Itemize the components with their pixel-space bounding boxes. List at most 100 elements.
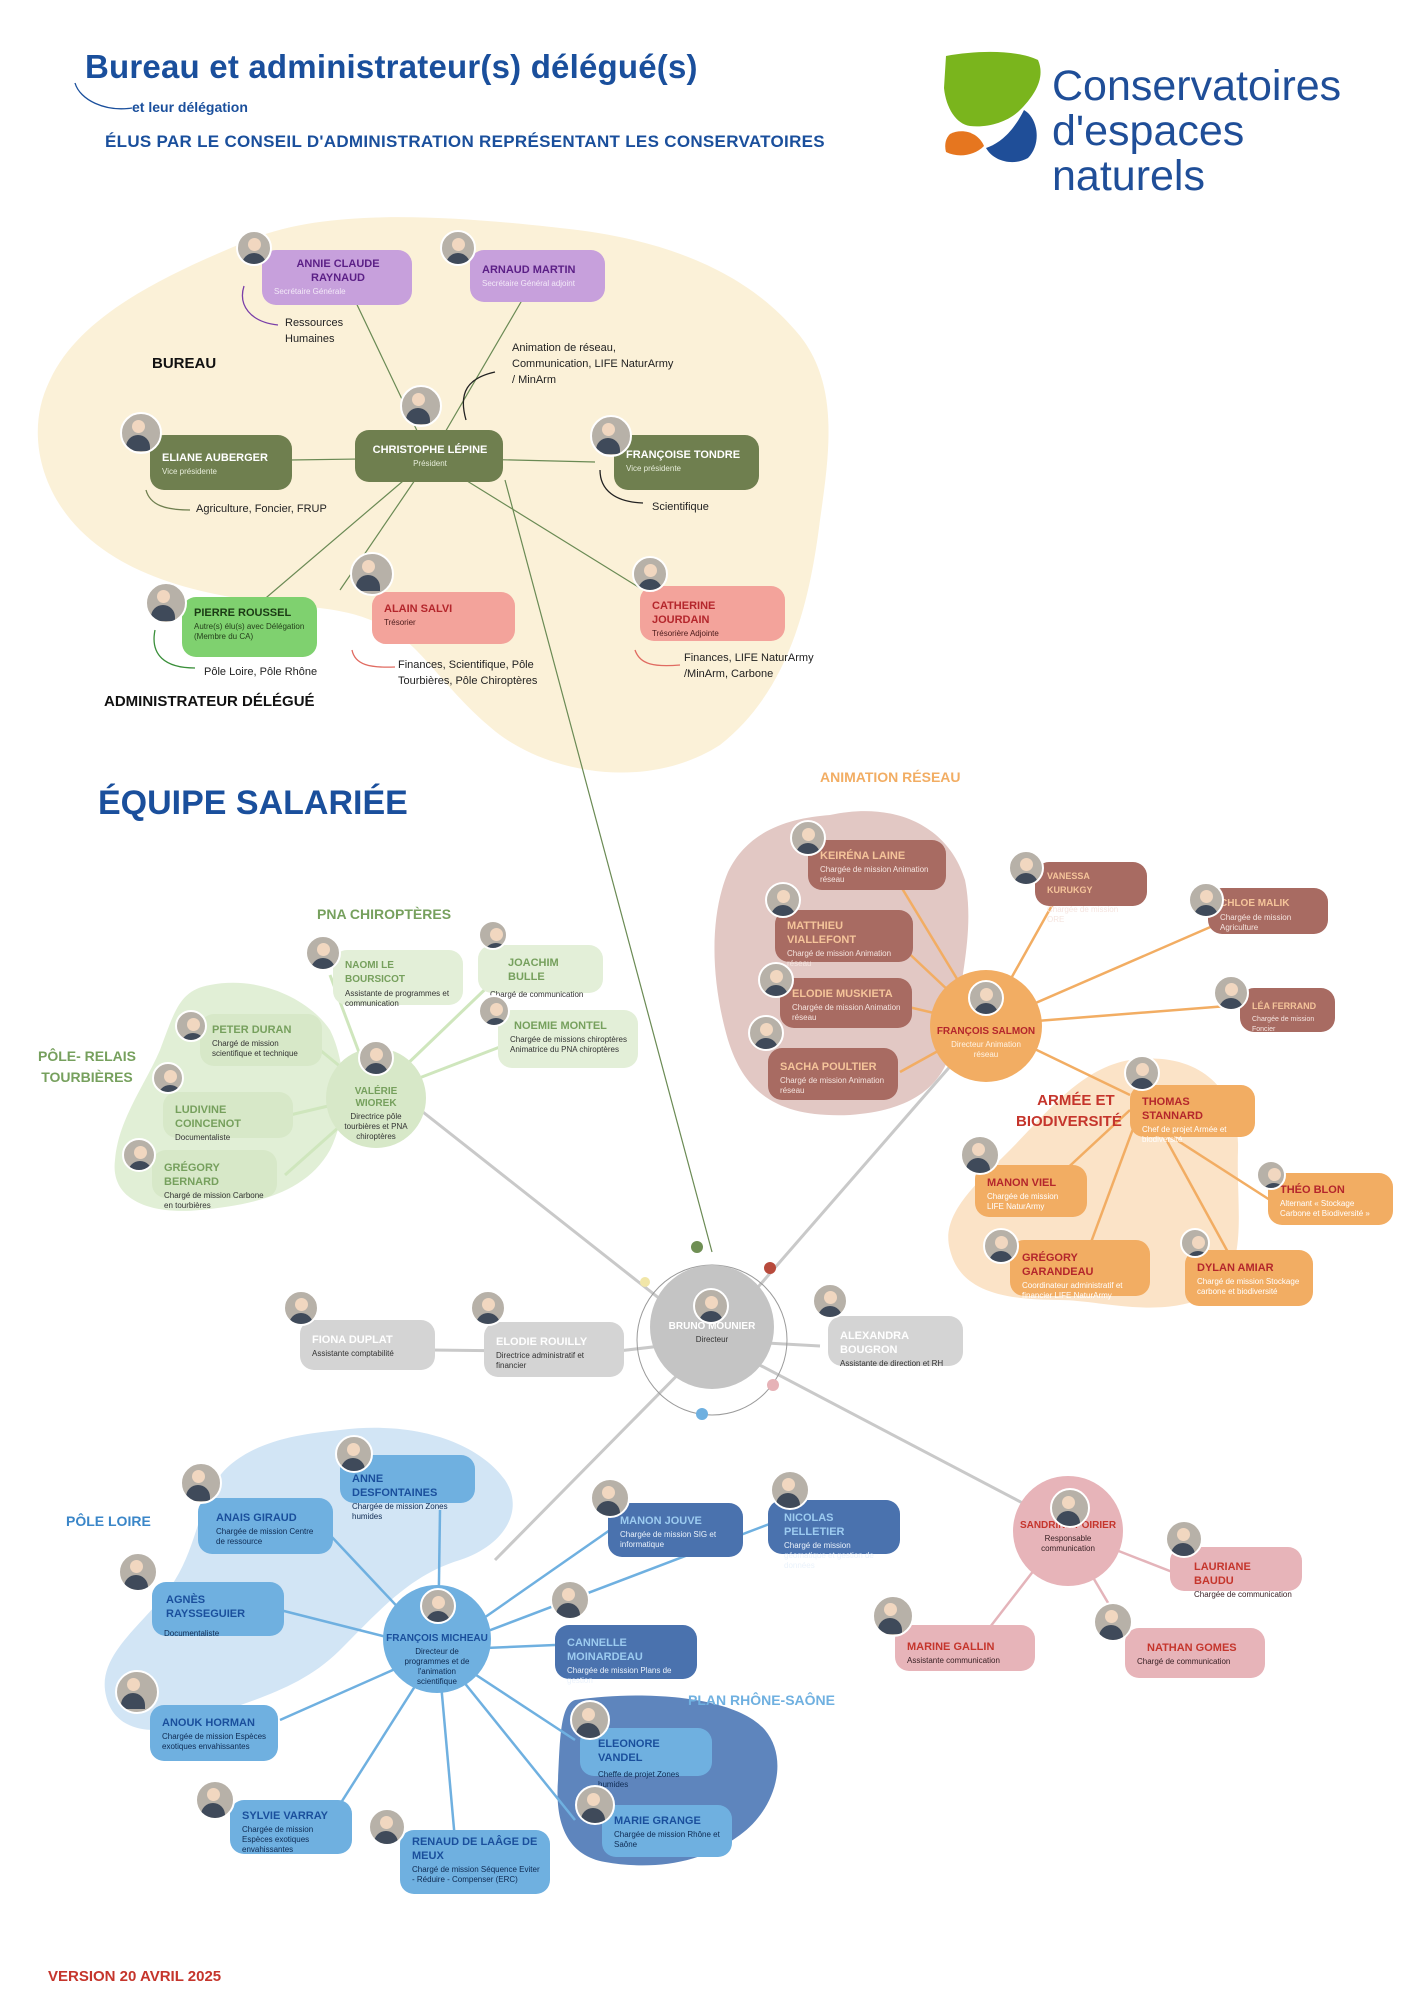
avatar-francois-micheau [420, 1588, 456, 1624]
avatar-pierre-roussel [145, 582, 187, 624]
name-anne-desfontaines: ANNE DESFONTAINES [352, 1473, 438, 1499]
name-christophe-lepine: CHRISTOPHE LÉPINE [372, 444, 488, 456]
name-annie-claude-raynaud: ANNIE CLAUDE RAYNAUD [296, 258, 380, 284]
role-fiona-duplat: Assistante comptabilité [312, 1349, 394, 1358]
name-matthieu-viallefont: MATTHIEU VIALLEFONT [787, 920, 857, 946]
role-eliane-auberger: Vice présidente [162, 467, 217, 476]
avatar-gregory-bernard [122, 1138, 156, 1172]
card-elodie-muskieta: ELODIE MUSKIETA Chargée de mission Anima… [780, 978, 912, 1028]
card-pierre-roussel: PIERRE ROUSSEL Autre(s) élu(s) avec Délé… [182, 597, 317, 657]
role-nicolas-pelletier: Chargé de mission géomatique et gestion … [784, 1541, 874, 1570]
role-alexandra-bougron: Assistante de direction et RH [840, 1359, 944, 1368]
label-pole-relais-line-1: PÔLE- RELAIS [38, 1048, 137, 1064]
avatar-dylan-amiar [1180, 1228, 1210, 1258]
name-alain-salvi: ALAIN SALVI [384, 603, 453, 615]
role-valerie-wiorek: Directrice pôle tourbières et PNA chirop… [344, 1112, 408, 1141]
name-vanessa-kurukgy: VANESSA KURUKGY [1047, 871, 1093, 895]
avatar-francoise-tondre [590, 415, 632, 457]
label-equipe-salariee: ÉQUIPE SALARIÉE [98, 784, 408, 822]
mission-rh-line-2: Humaines [285, 333, 335, 345]
name-marine-gallin: MARINE GALLIN [907, 1641, 995, 1653]
avatar-eliane-auberger [120, 412, 162, 454]
role-nathan-gomes: Chargé de communication [1137, 1657, 1231, 1666]
avatar-manon-jouve [590, 1478, 630, 1518]
bureau-zone [37, 217, 829, 773]
avatar-peter-duran [175, 1010, 207, 1042]
name-agnes-raysseguier: AGNÈS RAYSSEGUIER [166, 1594, 246, 1620]
role-lea-ferrand: Chargée de mission Foncier [1252, 1016, 1315, 1033]
name-gregory-garandeau: GRÉGORY GARANDEAU [1022, 1252, 1094, 1278]
label-armee-biodiversite: ARMÉE ET BIODIVERSITÉ [1016, 1090, 1122, 1132]
elus-caption: ÉLUS PAR LE CONSEIL D'ADMINISTRATION REP… [105, 132, 825, 151]
role-joachim-bulle: Chargé de communication [490, 990, 584, 999]
role-vanessa-kurukgy: Chargée de mission ORE [1047, 905, 1119, 924]
label-plan-rhone-saone: PLAN RHÔNE-SAÔNE [688, 1692, 836, 1708]
role-chloe-malik: Chargée de mission Agriculture [1220, 913, 1292, 932]
role-anouk-horman: Chargée de mission Espèces exotiques env… [162, 1732, 267, 1751]
role-christophe-lepine: Président [413, 459, 447, 468]
avatar-marine-gallin [872, 1595, 914, 1637]
avatar-nicolas-pelletier [770, 1470, 810, 1510]
role-dylan-amiar: Chargé de mission Stockage carbone et bi… [1197, 1277, 1300, 1296]
card-thomas-stannard: THOMAS STANNARD Chef de projet Armée et … [1130, 1085, 1255, 1144]
avatar-alain-salvi [350, 552, 394, 596]
logo-line-3: naturels [1052, 152, 1205, 200]
name-valerie-wiorek: VALÉRIE WIOREK [354, 1086, 398, 1109]
name-naomi-le-boursicot: NAOMI LE BOURSICOT [345, 960, 405, 985]
name-keirena-laine: KEIRÉNA LAINE [820, 850, 906, 862]
role-pierre-roussel: Autre(s) élu(s) avec Délégation (Membre … [194, 622, 305, 641]
role-catherine-jourdain: Trésorière Adjointe [652, 629, 719, 638]
avatar-nathan-gomes [1093, 1602, 1133, 1642]
name-cannelle-moinardeau: CANNELLE MOINARDEAU [567, 1637, 643, 1663]
mission-finances-catherine: Finances, LIFE NaturArmy /MinArm, Carbon… [684, 650, 814, 682]
avatar-bruno-mounier [693, 1288, 729, 1324]
card-sacha-poultier: SACHA POULTIER Chargé de mission Animati… [768, 1048, 898, 1100]
page-title: Bureau et administrateur(s) délégué(s) [85, 48, 698, 85]
cen-logo-icon [944, 51, 1041, 163]
avatar-lauriane-baudu [1165, 1520, 1203, 1558]
card-elodie-rouilly: ELODIE ROUILLY Directrice administratif … [484, 1322, 624, 1377]
mission-finances-catherine-line-1: Finances, LIFE NaturArmy [684, 652, 814, 664]
node-bruno-mounier: BRUNO MOUNIER Directeur [650, 1265, 774, 1389]
name-thomas-stannard: THOMAS STANNARD [1142, 1096, 1203, 1122]
role-eleonore-vandel: Cheffe de projet Zones humides [598, 1770, 680, 1789]
role-arnaud-martin: Secrétaire Général adjoint [482, 279, 575, 288]
mission-animation-line-3: / MinArm [512, 374, 556, 386]
name-sylvie-varray: SYLVIE VARRAY [242, 1810, 328, 1822]
avatar-anne-desfontaines [335, 1435, 373, 1473]
card-noemie-montel: NOEMIE MONTEL Chargée de missions chirop… [498, 1010, 638, 1068]
avatar-anais-giraud [180, 1462, 222, 1504]
name-fiona-duplat: FIONA DUPLAT [312, 1334, 393, 1346]
page-subtitle: et leur délégation [132, 99, 248, 115]
avatar-manon-viel [960, 1135, 1000, 1175]
avatar-joachim-bulle [478, 920, 508, 950]
role-elodie-rouilly: Directrice administratif et financier [496, 1351, 585, 1370]
mission-scientifique: Scientifique [652, 501, 709, 513]
label-armee-line-1: ARMÉE ET [1037, 1092, 1115, 1109]
role-sandrine-poirier: Responsable communication [1041, 1534, 1095, 1553]
card-marie-grange: MARIE GRANGE Chargée de mission Rhône et… [602, 1805, 732, 1857]
card-manon-viel: MANON VIEL Chargée de mission LIFE Natur… [975, 1165, 1087, 1217]
avatar-vanessa-kurukgy [1008, 850, 1044, 886]
role-naomi-le-boursicot: Assistante de programmes et communicatio… [345, 989, 450, 1008]
name-lauriane-baudu: LAURIANE BAUDU [1194, 1561, 1251, 1587]
mission-pole: Pôle Loire, Pôle Rhône [204, 666, 318, 678]
mission-animation-line-1: Animation de réseau, [512, 342, 616, 354]
name-francoise-tondre: FRANÇOISE TONDRE [626, 449, 741, 461]
avatar-cannelle-moinardeau [550, 1580, 590, 1620]
card-ludivine-coincenot: LUDIVINE COINCENOT Documentaliste [163, 1092, 293, 1142]
avatar-gregory-garandeau [983, 1228, 1019, 1264]
role-theo-blon: Alternant « Stockage Carbone et Biodiver… [1280, 1199, 1370, 1218]
role-keirena-laine: Chargée de mission Animation réseau [820, 865, 929, 884]
role-sylvie-varray: Chargée de mission Espèces exotiques env… [242, 1825, 314, 1854]
card-chloe-malik: CHLOE MALIK Chargée de mission Agricultu… [1208, 888, 1328, 934]
label-animation-reseau: ANIMATION RÉSEAU [820, 769, 961, 785]
card-agnes-raysseguier: AGNÈS RAYSSEGUIER Documentaliste [152, 1582, 284, 1638]
name-elodie-muskieta: ELODIE MUSKIETA [792, 988, 893, 1000]
role-renaud-de-laage-de-meux: Chargé de mission Séquence Eviter - Rédu… [412, 1865, 540, 1884]
name-alexandra-bougron: ALEXANDRA BOUGRON [840, 1330, 909, 1356]
card-arnaud-martin: ARNAUD MARTIN Secrétaire Général adjoint [470, 250, 605, 302]
card-matthieu-viallefont: MATTHIEU VIALLEFONT Chargé de mission An… [775, 910, 913, 968]
name-bruno-mounier: BRUNO MOUNIER [668, 1321, 756, 1332]
